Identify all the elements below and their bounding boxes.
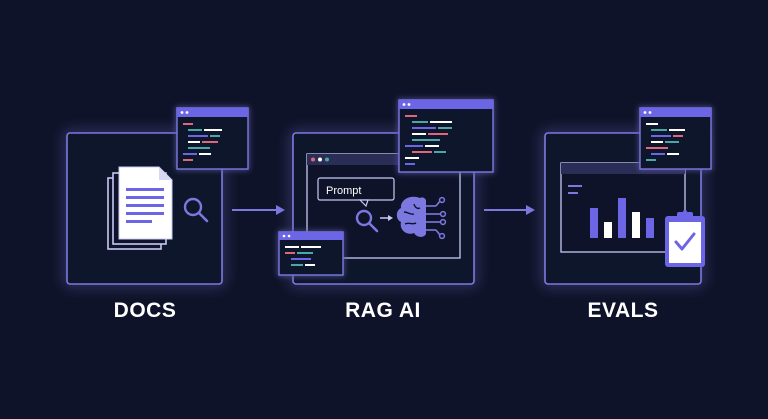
brain-circuit-icon xyxy=(396,196,447,240)
evals-panel xyxy=(544,107,712,285)
arrow-right-icon xyxy=(484,205,535,215)
docs-label: DOCS xyxy=(113,299,177,322)
rag-ai-panel: Prompt xyxy=(278,99,494,285)
code-window-icon xyxy=(278,231,344,276)
code-window-icon xyxy=(398,99,494,173)
docs-panel xyxy=(66,107,249,285)
code-window-icon xyxy=(176,107,249,170)
magnifier-icon xyxy=(355,209,379,233)
clipboard-check-icon xyxy=(665,210,705,267)
evals-label: EVALS xyxy=(587,299,659,322)
prompt-bubble: Prompt xyxy=(317,177,395,208)
code-window-icon xyxy=(639,107,712,170)
rag-ai-label: RAG AI xyxy=(345,299,421,322)
document-stack-icon xyxy=(107,166,173,250)
bar-chart-icon xyxy=(568,185,654,238)
prompt-label: Prompt xyxy=(326,185,361,197)
arrow-right-icon xyxy=(232,205,285,215)
arrow-right-icon xyxy=(380,215,393,221)
magnifier-icon xyxy=(183,197,209,223)
